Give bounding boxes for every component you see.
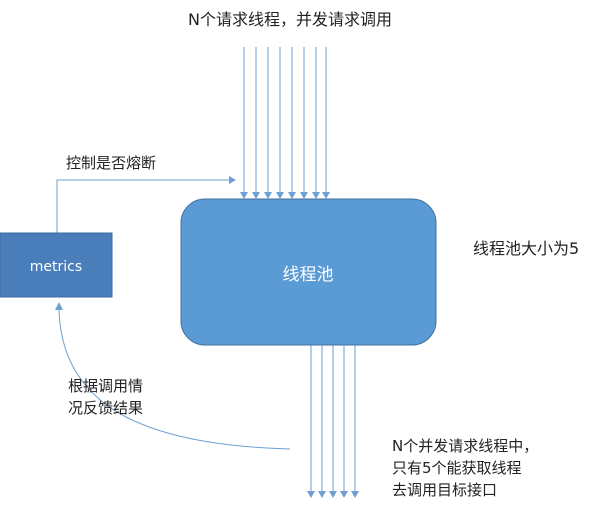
feedback-label-line2: 况反馈结果 [68,399,143,417]
outgoing-arrow-head [318,491,326,498]
fuse-control-arrow-head [229,176,236,184]
feedback-label-line1: 根据调用情 [68,377,143,395]
incoming-arrow-head [288,192,296,199]
thread-pool-box [180,198,437,346]
feedback-curve [58,309,291,450]
incoming-arrow-head [312,192,320,199]
fuse-control-label: 控制是否熔断 [66,154,156,172]
metrics-box [0,232,113,298]
outgoing-arrow-head [351,491,359,498]
incoming-arrow-head [240,192,248,199]
outgoing-arrow-head [329,491,337,498]
incoming-arrow-head [264,192,272,199]
metrics-label: metrics [30,259,82,275]
incoming-request-arrows [240,47,330,199]
outgoing-arrow-head [307,491,315,498]
bottom-note-line1: N个并发请求线程中， [392,437,538,455]
pool-size-label: 线程池大小为5 [473,239,579,258]
incoming-arrow-head [252,192,260,199]
thread-pool-label: 线程池 [283,265,334,285]
bottom-note-line2: 只有5个能获取线程 [392,459,522,477]
fuse-control-connector [56,179,229,233]
top-requests-label: N个请求线程，并发请求调用 [188,10,392,29]
incoming-arrow-head [300,192,308,199]
feedback-arrow-head [55,302,63,310]
outgoing-arrow-head [340,491,348,498]
incoming-arrow-head [276,192,284,199]
outgoing-thread-arrows [307,345,359,498]
incoming-arrow-head [322,192,330,199]
bottom-note-line3: 去调用目标接口 [392,481,497,499]
